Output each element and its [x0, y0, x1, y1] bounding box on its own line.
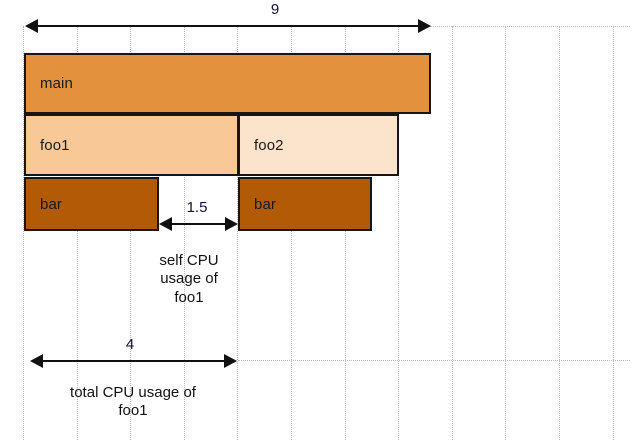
flame-frame-label: bar — [40, 195, 62, 213]
flame-frame-foo1[interactable]: foo1 — [24, 114, 239, 176]
measure-caption-self-foo1: self CPU usage of foo1 — [139, 252, 239, 307]
flame-frame-foo2[interactable]: foo2 — [238, 114, 399, 176]
measure-line-self-foo1 — [170, 223, 228, 225]
caption-line: foo1 — [174, 288, 204, 306]
flame-frame-label: foo2 — [254, 136, 284, 154]
flame-frame-label: main — [40, 75, 73, 92]
measure-arrowhead-right-total-main — [418, 19, 431, 33]
caption-line: usage of — [160, 270, 218, 288]
measure-caption-total-foo1: total CPU usage of foo1 — [38, 384, 228, 421]
measure-arrowhead-left-total-main — [25, 19, 38, 33]
caption-line: foo1 — [118, 402, 148, 420]
grid-horizontal-extension — [238, 360, 630, 361]
gridline — [613, 26, 614, 440]
measure-label-self-foo1: 1.5 — [186, 199, 208, 216]
measure-arrowhead-left-total-foo1 — [30, 354, 43, 368]
grid-horizontal-extension — [430, 26, 630, 27]
gridline — [559, 26, 560, 440]
measure-arrowhead-left-self-foo1 — [159, 217, 172, 231]
flame-frame-bar-right[interactable]: bar — [238, 177, 372, 231]
measure-label-total-foo1: 4 — [125, 336, 135, 353]
flame-frame-label: foo1 — [40, 136, 70, 154]
gridline — [505, 26, 506, 440]
measure-label-total-main: 9 — [270, 1, 280, 18]
caption-line: total CPU usage of — [70, 384, 196, 401]
measure-arrowhead-right-self-foo1 — [225, 217, 238, 231]
flame-frame-label: bar — [254, 195, 276, 213]
measure-line-total-foo1 — [41, 360, 227, 362]
flame-frame-bar-left[interactable]: bar — [24, 177, 159, 231]
caption-line: self CPU — [159, 252, 219, 269]
measure-line-total-main — [36, 25, 426, 27]
flame-frame-main[interactable]: main — [24, 53, 431, 114]
gridline — [452, 26, 453, 440]
measure-arrowhead-right-total-foo1 — [224, 354, 237, 368]
